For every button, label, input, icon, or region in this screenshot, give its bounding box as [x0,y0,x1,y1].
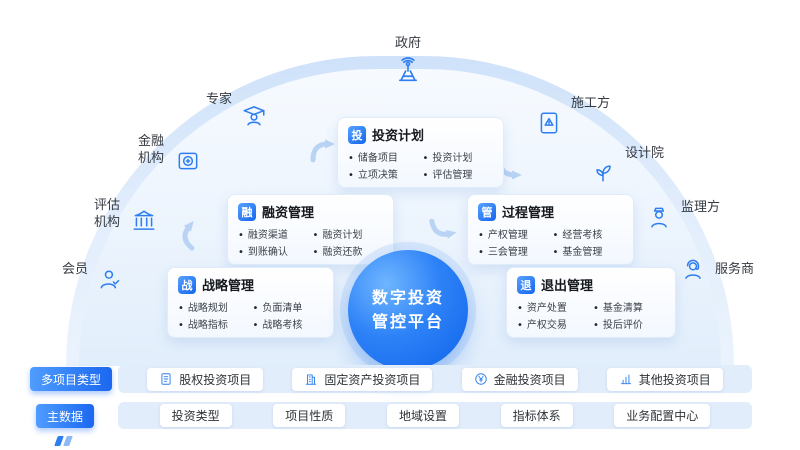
card-item: 战略规划 [178,299,249,314]
role-financial-institution: 金融机构 [138,134,201,174]
pill-region-setting: 地域设置 [386,404,459,427]
bar-chart-icon [619,372,633,386]
row-label-project-types: 多项目类型 [30,367,113,391]
pill-fixed-asset-investment: 固定资产投资项目 [292,367,433,391]
role-government: 政府 [394,36,422,85]
role-construction: 施工方 [536,96,610,136]
card-item: 投资计划 [423,149,494,164]
platform-title-line2: 管控平台 [371,312,444,331]
card-item: 战略考核 [253,316,324,331]
card-badge: 投 [348,125,366,144]
role-label: 评估机构 [94,198,121,230]
service-provider-icon [680,256,706,282]
card-badge: 退 [517,275,535,294]
pill-label: 固定资产投资项目 [324,372,421,387]
platform-title-line1: 数字投资 [371,288,444,307]
role-label: 专家 [206,92,233,107]
role-label: 设计院 [625,146,665,161]
card-badge: 管 [478,202,496,221]
card-title: 融资管理 [262,206,315,221]
role-label: 金融机构 [138,134,165,166]
card-item: 储备项目 [348,149,419,164]
expert-graduate-icon [241,102,267,128]
member-icon [97,266,123,292]
government-tower-icon [394,57,422,85]
financial-institution-icon [175,148,201,174]
card-exit: 退 退出管理 资产处置 基金清算 产权交易 投后评价 [506,267,676,338]
role-member: 会员 [62,262,123,292]
card-title: 战略管理 [202,279,255,294]
pill-investment-type: 投资类型 [159,404,232,427]
evaluation-agency-icon [131,208,157,234]
pill-project-nature: 项目性质 [273,404,346,427]
building-icon [304,372,318,386]
card-title: 退出管理 [541,279,594,294]
role-label: 政府 [394,36,421,51]
card-item: 产权交易 [517,316,589,331]
pill-indicator-system: 指标体系 [500,404,573,427]
card-strategy: 战 战略管理 战略规划 负面清单 战略指标 战略考核 [167,267,334,338]
row-label-master-data: 主数据 [36,404,95,428]
card-title: 过程管理 [502,206,555,221]
card-item: 投后评价 [593,316,665,331]
pill-other-investment: 其他投资项目 [606,367,723,391]
role-label: 服务商 [715,262,755,277]
role-expert: 专家 [206,92,267,128]
role-design-institute: 设计院 [590,146,664,184]
band-master-data: 投资类型 项目性质 地域设置 指标体系 业务配置中心 [118,402,752,429]
role-evaluation-agency: 评估机构 [94,198,157,234]
role-label: 会员 [62,262,89,277]
card-item: 立项决策 [348,166,419,181]
pill-label: 其他投资项目 [638,372,711,387]
card-item: 融资渠道 [238,226,309,241]
card-item: 到账确认 [238,243,309,258]
pill-label: 股权投资项目 [179,372,252,387]
card-item: 融资还款 [313,243,384,258]
card-item: 战略指标 [178,316,249,331]
card-item: 经营考核 [553,226,624,241]
card-badge: 战 [178,275,196,294]
construction-doc-icon [536,110,562,136]
card-item: 基金清算 [593,299,665,314]
card-badge: 融 [238,202,256,221]
role-label: 施工方 [571,96,611,111]
role-label: 监理方 [681,200,721,215]
band-project-types: 股权投资项目 固定资产投资项目 金融投资项目 其他投资项目 [118,365,752,393]
pill-financial-investment: 金融投资项目 [461,367,578,391]
decor-chevrons [54,436,73,446]
yuan-coin-icon [474,372,488,386]
card-item: 负面清单 [253,299,324,314]
card-item: 三会管理 [478,243,549,258]
card-process: 管 过程管理 产权管理 经营考核 三会管理 基金管理 [467,194,634,265]
pill-equity-investment: 股权投资项目 [147,367,264,391]
flow-arrow [174,217,212,255]
card-investment-plan: 投 投资计划 储备项目 投资计划 立项决策 评估管理 [337,117,504,188]
card-item: 基金管理 [553,243,624,258]
card-item: 融资计划 [313,226,384,241]
card-title: 投资计划 [372,129,425,144]
card-item: 资产处置 [517,299,589,314]
flow-arrow [427,210,458,243]
equity-doc-icon [159,372,173,386]
card-item: 评估管理 [423,166,494,181]
pill-label: 金融投资项目 [493,372,566,387]
pill-business-config-center: 业务配置中心 [614,404,711,427]
card-item: 产权管理 [478,226,549,241]
design-institute-icon [590,158,616,184]
supervisor-icon [646,204,672,230]
platform-core: 数字投资 管控平台 [348,250,468,370]
role-supervisor: 监理方 [646,200,720,230]
role-service-provider: 服务商 [680,256,754,282]
card-financing: 融 融资管理 融资渠道 融资计划 到账确认 融资还款 [227,194,394,265]
flow-arrow [310,139,336,167]
